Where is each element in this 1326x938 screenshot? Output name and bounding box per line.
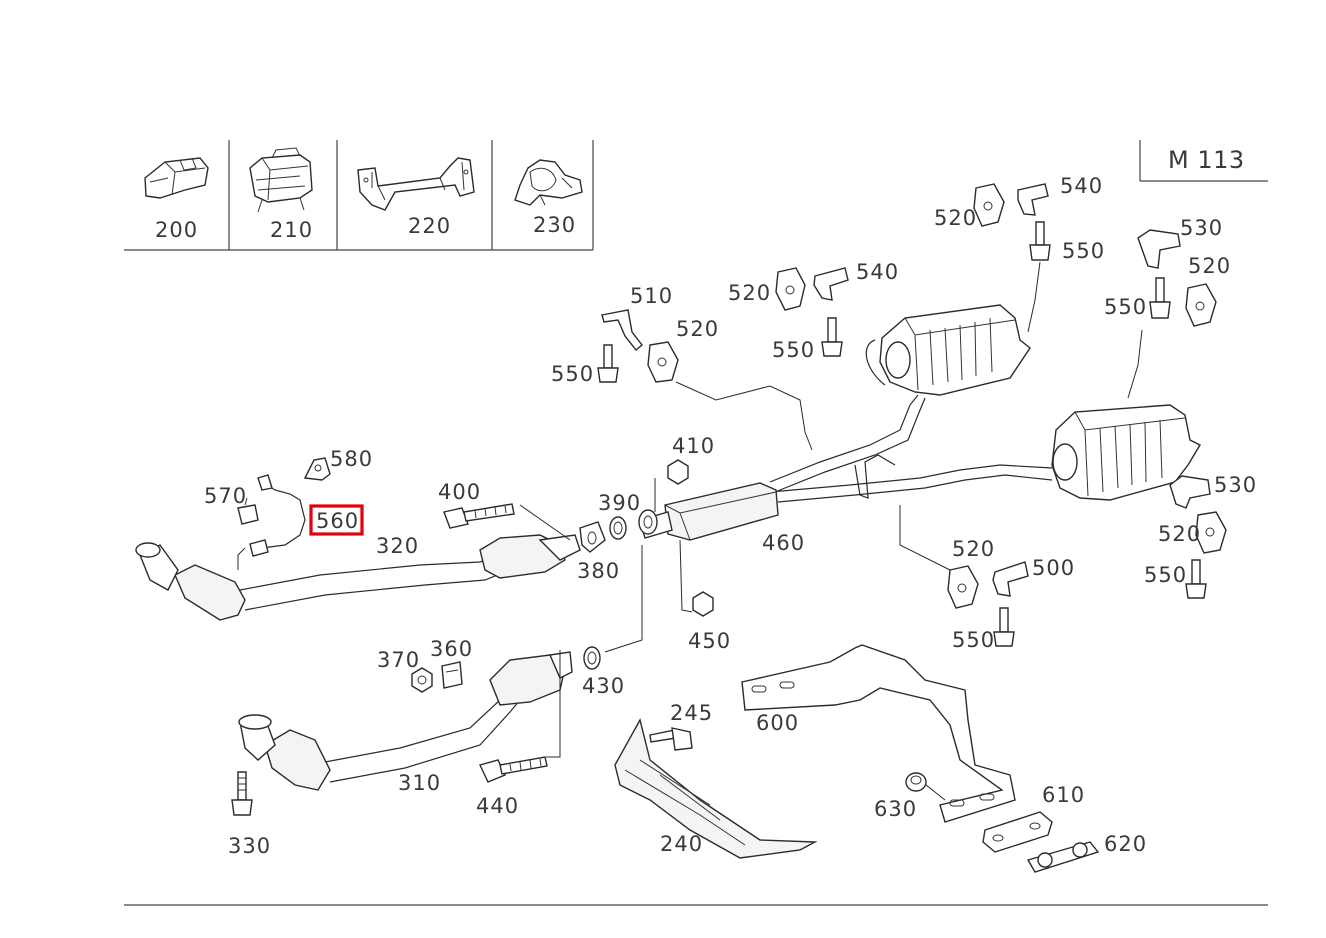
callout-370[interactable]: 370 [377, 648, 420, 672]
bolt-550-a[interactable] [597, 344, 619, 383]
callout-520[interactable]: 520 [952, 537, 995, 561]
callout-410[interactable]: 410 [672, 434, 715, 458]
rubber-mount-520-c[interactable] [973, 183, 1005, 227]
callout-610[interactable]: 610 [1042, 783, 1085, 807]
callout-390[interactable]: 390 [598, 491, 641, 515]
bolt-550-d[interactable] [1149, 277, 1171, 319]
callout-580[interactable]: 580 [330, 447, 373, 471]
gasket-380[interactable] [579, 521, 606, 553]
bushing-630[interactable] [905, 772, 927, 792]
rubber-mount-520-f[interactable] [947, 565, 979, 609]
callout-245[interactable]: 245 [670, 701, 713, 725]
callout-520[interactable]: 520 [934, 206, 977, 230]
callout-520[interactable]: 520 [676, 317, 719, 341]
rubber-mount-520-b[interactable] [775, 267, 806, 311]
exhaust-assembly [639, 304, 1201, 541]
hook-500[interactable] [992, 561, 1029, 597]
leader-lines [237, 261, 1143, 801]
callout-labels: 540 520 550 530 520 550 540 520 550 510 … [204, 174, 1257, 858]
inset-part-230[interactable] [514, 159, 583, 206]
inset-label-220: 220 [408, 214, 451, 238]
hook-540-a[interactable] [1017, 183, 1049, 216]
callout-450[interactable]: 450 [688, 629, 731, 653]
callout-510[interactable]: 510 [630, 284, 673, 308]
ring-390[interactable] [609, 509, 658, 540]
callout-540[interactable]: 540 [856, 260, 899, 284]
rubber-mount-520-e[interactable] [1195, 511, 1227, 554]
rubber-mount-520-d[interactable] [1185, 283, 1217, 327]
bracket-600[interactable] [741, 644, 1016, 823]
callout-530[interactable]: 530 [1180, 216, 1223, 240]
engine-code: M 113 [1168, 146, 1245, 174]
callout-440[interactable]: 440 [476, 794, 519, 818]
clip-360[interactable] [441, 661, 463, 689]
bolt-550-c[interactable] [1029, 221, 1051, 261]
engine-code-box: M 113 [1139, 140, 1268, 182]
callout-240[interactable]: 240 [660, 832, 703, 856]
callout-550[interactable]: 550 [1144, 563, 1187, 587]
heat-shield-240[interactable] [614, 718, 818, 859]
hook-540-b[interactable] [813, 267, 849, 301]
callout-560[interactable]: 560 [316, 509, 359, 533]
callout-520[interactable]: 520 [728, 281, 771, 305]
rubber-mount-520-a[interactable] [647, 341, 679, 383]
inset-table: 200 210 220 230 [124, 140, 594, 251]
center-muffler-460[interactable] [639, 482, 779, 541]
bolt-440[interactable] [479, 756, 548, 783]
oxygen-sensor-560[interactable] [249, 474, 306, 557]
front-pipe-310[interactable] [238, 651, 573, 791]
bolt-245[interactable] [649, 727, 693, 751]
callout-620[interactable]: 620 [1104, 832, 1147, 856]
callout-550[interactable]: 550 [772, 338, 815, 362]
rear-muffler-right[interactable] [1051, 404, 1201, 501]
inset-part-200[interactable] [144, 157, 209, 199]
callout-550[interactable]: 550 [551, 362, 594, 386]
inset-label-210: 210 [270, 218, 313, 242]
hardware [231, 183, 1227, 873]
callout-400[interactable]: 400 [438, 480, 481, 504]
rear-muffler-left[interactable] [865, 304, 1031, 396]
callout-310[interactable]: 310 [398, 771, 441, 795]
plate-610[interactable] [982, 811, 1053, 853]
callout-460[interactable]: 460 [762, 531, 805, 555]
callout-330[interactable]: 330 [228, 834, 271, 858]
callout-520[interactable]: 520 [1158, 522, 1201, 546]
callout-630[interactable]: 630 [874, 797, 917, 821]
callout-530[interactable]: 530 [1214, 473, 1257, 497]
ring-430[interactable] [583, 646, 601, 670]
inset-part-210[interactable] [249, 147, 313, 213]
nut-450[interactable] [692, 591, 714, 617]
callout-550[interactable]: 550 [952, 628, 995, 652]
nut-plate-620[interactable] [1026, 841, 1100, 873]
callout-380[interactable]: 380 [577, 559, 620, 583]
bolt-400[interactable] [443, 503, 515, 529]
bolt-550-f[interactable] [993, 607, 1015, 647]
callout-540[interactable]: 540 [1060, 174, 1103, 198]
bolt-550-b[interactable] [821, 317, 843, 357]
callout-500[interactable]: 500 [1032, 556, 1075, 580]
bolt-330[interactable] [231, 771, 253, 816]
nut-370[interactable] [411, 667, 433, 693]
callout-550[interactable]: 550 [1104, 295, 1147, 319]
nut-410[interactable] [667, 459, 689, 485]
bolt-550-e[interactable] [1185, 559, 1207, 599]
bracket-530-b[interactable] [1169, 475, 1211, 509]
callout-570[interactable]: 570 [204, 484, 247, 508]
bracket-580[interactable] [303, 457, 331, 481]
callout-430[interactable]: 430 [582, 674, 625, 698]
inset-part-220[interactable] [357, 157, 475, 211]
callout-360[interactable]: 360 [430, 637, 473, 661]
sensor-part-570[interactable] [237, 497, 259, 525]
inset-label-230: 230 [533, 213, 576, 237]
bracket-530-a[interactable] [1137, 229, 1181, 269]
inset-label-200: 200 [155, 218, 198, 242]
callout-600[interactable]: 600 [756, 711, 799, 735]
callout-550[interactable]: 550 [1062, 239, 1105, 263]
callout-320[interactable]: 320 [376, 534, 419, 558]
highlight-box-560 [309, 504, 364, 536]
front-pipe-320[interactable] [135, 534, 581, 621]
bracket-510[interactable] [601, 309, 643, 351]
callout-520[interactable]: 520 [1188, 254, 1231, 278]
